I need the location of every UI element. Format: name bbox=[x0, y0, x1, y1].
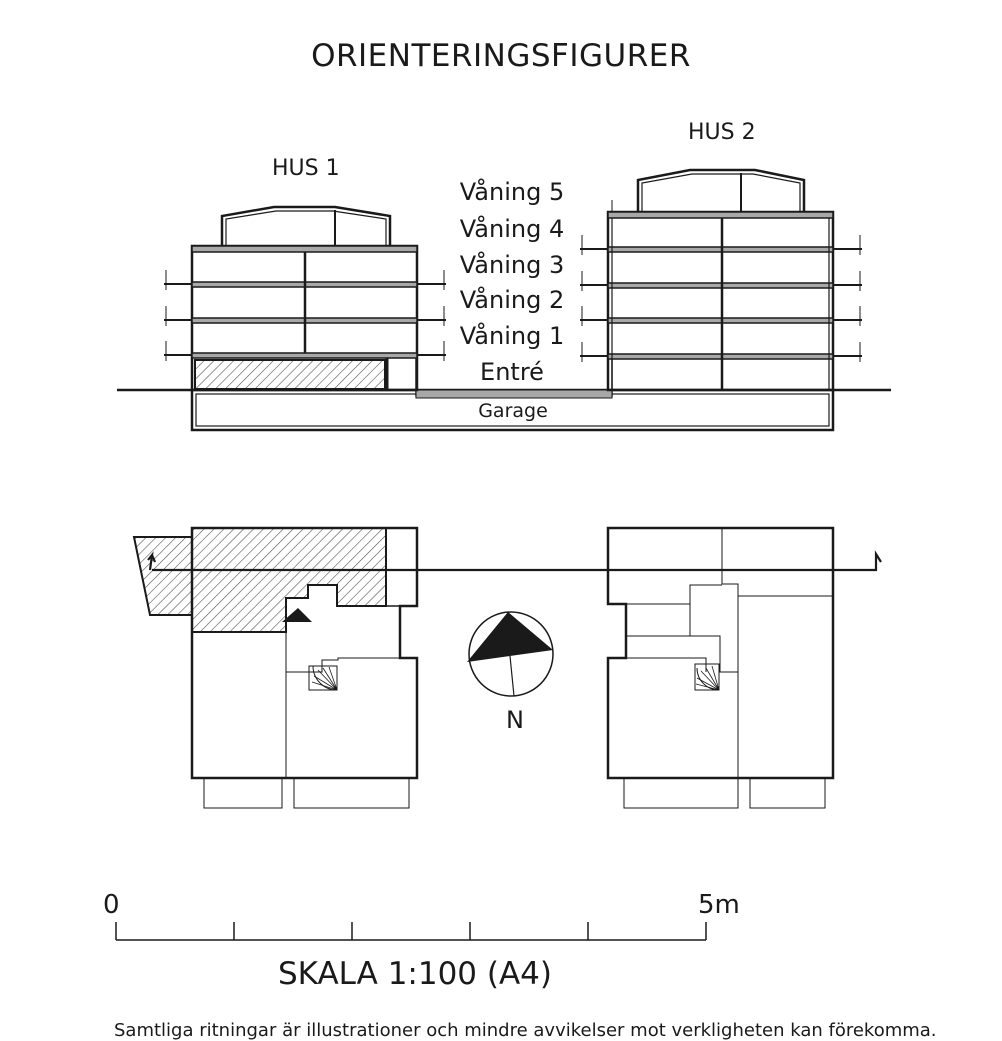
page-title: ORIENTERINGSFIGURER bbox=[311, 38, 691, 74]
garage-label: Garage bbox=[478, 400, 548, 422]
hus1-label: HUS 1 bbox=[272, 156, 340, 181]
hus2-plan bbox=[606, 526, 835, 809]
hus1-plan-hatched bbox=[132, 527, 387, 633]
hus2-section bbox=[580, 168, 862, 392]
north-label: N bbox=[506, 706, 524, 734]
compass-icon bbox=[467, 611, 554, 697]
floor-label-1: Våning 1 bbox=[459, 322, 565, 350]
section-drawing bbox=[117, 168, 891, 432]
hus2-label: HUS 2 bbox=[688, 120, 756, 145]
hus1-section bbox=[164, 205, 446, 392]
scale-end-label: 5m bbox=[698, 890, 740, 920]
scale-start-label: 0 bbox=[103, 890, 120, 920]
entrance-arrow-icon bbox=[282, 608, 312, 622]
floor-label-entrance: Entré bbox=[480, 358, 544, 386]
floor-label-4: Våning 4 bbox=[459, 215, 565, 243]
floor-label-3: Våning 3 bbox=[459, 251, 565, 279]
scale-title: SKALA 1:100 (A4) bbox=[277, 956, 553, 992]
hus1-entrance-hatched bbox=[194, 359, 386, 390]
floor-label-2: Våning 2 bbox=[459, 286, 565, 314]
disclaimer-text: Samtliga ritningar är illustrationer och… bbox=[114, 1020, 937, 1041]
plan-drawing bbox=[132, 526, 882, 809]
scale-bar bbox=[115, 922, 707, 941]
section-cut-line bbox=[147, 550, 882, 572]
hus1-plan bbox=[132, 526, 419, 809]
floor-label-5: Våning 5 bbox=[459, 178, 565, 206]
